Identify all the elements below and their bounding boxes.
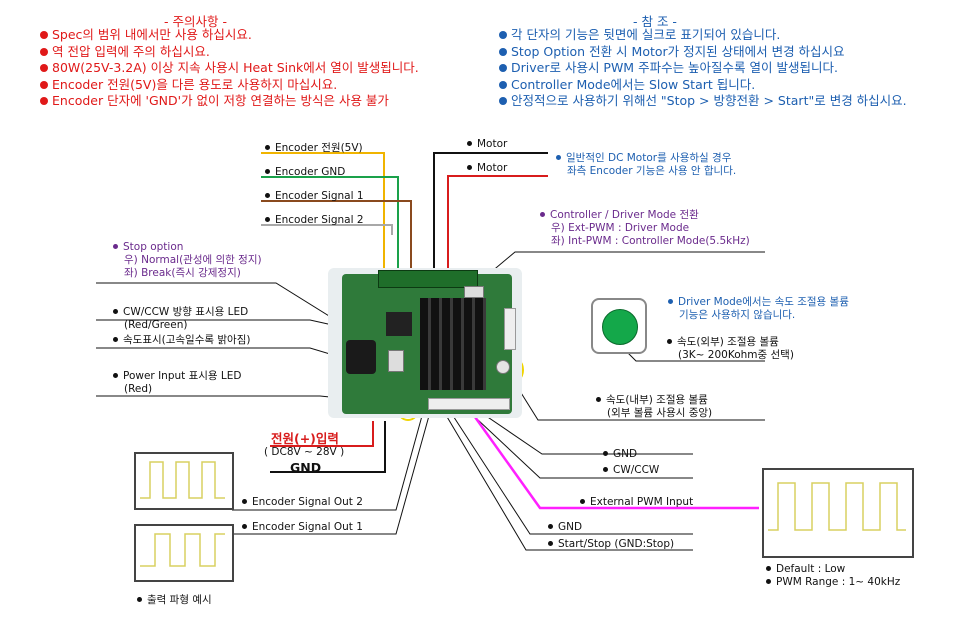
label-motor-1: Motor xyxy=(467,138,507,151)
reference-item: 각 단자의 기능은 뒷면에 실크로 표기되어 있습니다. xyxy=(499,27,907,44)
label-encoder-signal2: Encoder Signal 2 xyxy=(265,214,364,227)
ic-chip xyxy=(386,312,412,336)
label-external-pwm: External PWM Input xyxy=(580,496,693,509)
bullet-icon xyxy=(499,31,507,39)
bullet-icon xyxy=(499,97,507,105)
label-pwm-spec: Default : Low PWM Range : 1~ 40kHz xyxy=(766,563,900,589)
label-encoder-out2: Encoder Signal Out 2 xyxy=(242,496,363,509)
bullet-icon xyxy=(40,47,48,56)
bullet-icon xyxy=(40,31,48,39)
bullet-icon xyxy=(40,97,48,105)
label-power-range: ( DC8V ~ 28V ) xyxy=(264,446,345,458)
caution-item: Encoder 단자에 'GND'가 없이 저항 연결하는 방식은 사용 불가 xyxy=(40,93,419,110)
reference-item: Stop Option 전환 시 Motor가 정지된 상태에서 변경 하십시요 xyxy=(499,44,907,61)
bullet-icon xyxy=(499,80,507,89)
terminal-block xyxy=(378,270,478,288)
caution-item: 역 전압 입력에 주의 하십시요. xyxy=(40,44,419,61)
reference-item: Driver로 사용시 PWM 주파수는 높아질수록 열이 발생됩니다. xyxy=(499,60,907,77)
reference-list: 각 단자의 기능은 뒷면에 실크로 표기되어 있습니다. Stop Option… xyxy=(499,27,907,110)
caution-list: Spec의 범위 내에서만 사용 하십시요. 역 전압 입력에 주의 하십시요.… xyxy=(40,27,419,110)
external-volume[interactable] xyxy=(591,298,647,354)
bottom-connector xyxy=(428,398,510,410)
reference-title: - 참 조 - xyxy=(633,14,677,29)
label-power-gnd: GND xyxy=(290,460,322,475)
caution-item: Spec의 범위 내에서만 사용 하십시요. xyxy=(40,27,419,44)
internal-volume-knob[interactable] xyxy=(496,360,510,374)
wire-encoder-sig2 xyxy=(261,224,393,235)
label-cwccw-led: CW/CCW 방향 표시용 LED (Red/Green) xyxy=(113,306,248,332)
label-internal-volume: 속도(내부) 조절용 볼륨 (외부 볼륨 사용시 중앙) xyxy=(596,394,712,420)
wire-encoder-sig1 xyxy=(261,200,412,275)
label-encoder-signal1: Encoder Signal 1 xyxy=(265,190,364,203)
label-motor-2: Motor xyxy=(467,162,507,175)
bullet-icon xyxy=(499,47,507,56)
capacitor xyxy=(346,340,376,374)
bullet-icon xyxy=(40,64,48,72)
label-encoder-out1: Encoder Signal Out 1 xyxy=(242,521,363,534)
mode-switch[interactable] xyxy=(464,286,484,298)
pwm-input-line xyxy=(468,409,759,510)
caution-item: Encoder 전원(5V)을 다른 용도로 사용하지 마십시요. xyxy=(40,77,419,94)
label-wave-example: 출력 파형 예시 xyxy=(137,594,212,607)
note-driver-mode: Driver Mode에서는 속도 조절용 볼륨 기능은 사용하지 않습니다. xyxy=(668,296,849,322)
caution-item: 80W(25V-3.2A) 이상 지속 사용시 Heat Sink에서 열이 발… xyxy=(40,60,419,77)
knob-icon xyxy=(602,309,638,345)
wire-encoder-power xyxy=(261,152,385,275)
label-speed-display: 속도표시(고속일수록 밝아짐) xyxy=(113,334,250,347)
wire-power-red xyxy=(270,421,374,447)
motor-controller-board xyxy=(328,268,522,418)
label-power-led: Power Input 표시용 LED (Red) xyxy=(113,370,242,396)
wire-power-black xyxy=(270,421,386,473)
note-mode: Controller / Driver Mode 전환 우) Ext-PWM :… xyxy=(540,209,750,248)
reference-item: 안정적으로 사용하기 위해선 "Stop > 방향전환 > Start"로 변경… xyxy=(499,93,907,110)
label-cwccw: CW/CCW xyxy=(603,464,659,477)
wire-encoder-gnd xyxy=(261,176,399,275)
scope-pwm xyxy=(762,468,914,558)
reference-item: Controller Mode에서는 Slow Start 됩니다. xyxy=(499,77,907,94)
label-gnd-1: GND xyxy=(603,448,637,461)
note-stop-option: Stop option 우) Normal(관성에 의한 정지) 좌) Brea… xyxy=(113,241,262,280)
heat-sink xyxy=(420,298,486,390)
label-start-stop: Start/Stop (GND:Stop) xyxy=(548,538,674,551)
label-power-input: 전원(+)입력 xyxy=(271,431,339,446)
wire-motor-red xyxy=(447,175,548,275)
label-encoder-gnd: Encoder GND xyxy=(265,166,345,179)
label-external-volume: 속도(외부) 조절용 볼륨 (3K~ 200Kohm중 선택) xyxy=(667,336,794,362)
wire-motor-black xyxy=(433,152,548,275)
note-dc-motor: 일반적인 DC Motor를 사용하실 경우 좌측 Encoder 기능은 사용… xyxy=(556,152,736,178)
caution-title: - 주의사항 - xyxy=(164,14,227,29)
scope-encoder-out2 xyxy=(134,452,234,510)
scope-encoder-out1 xyxy=(134,524,234,582)
side-connector xyxy=(504,308,516,350)
label-gnd-2: GND xyxy=(548,521,582,534)
bullet-icon xyxy=(499,64,507,72)
bullet-icon xyxy=(40,80,48,89)
stop-option-switch[interactable] xyxy=(388,350,404,372)
label-encoder-power: Encoder 전원(5V) xyxy=(265,142,363,155)
